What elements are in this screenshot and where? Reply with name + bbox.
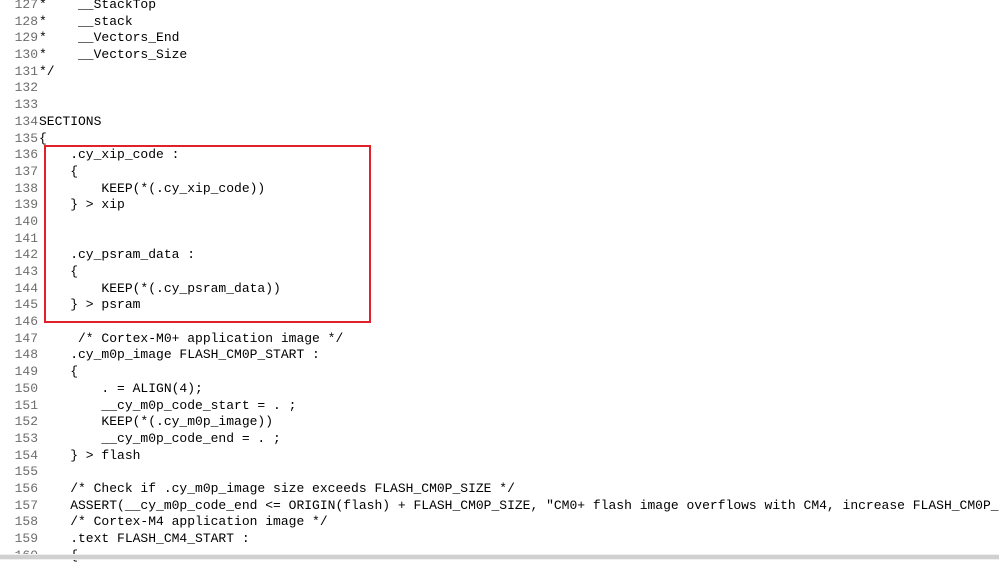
line-text[interactable]: . = ALIGN(4); <box>39 380 203 396</box>
line-text[interactable]: /* Cortex-M0+ application image */ <box>39 330 344 346</box>
line-text[interactable]: /* Check if .cy_m0p_image size exceeds F… <box>39 480 515 496</box>
line-text[interactable]: */ <box>39 63 55 79</box>
code-line[interactable]: 156 /* Check if .cy_m0p_image size excee… <box>0 481 999 498</box>
code-line[interactable]: 138 KEEP(*(.cy_xip_code)) <box>0 181 999 198</box>
line-text[interactable]: } > xip <box>39 197 125 213</box>
code-line[interactable]: 157 ASSERT(__cy_m0p_code_end <= ORIGIN(f… <box>0 498 999 515</box>
code-line[interactable]: 135{ <box>0 131 999 148</box>
code-line[interactable]: 132 <box>0 80 999 97</box>
code-line[interactable]: 151 __cy_m0p_code_start = . ; <box>0 398 999 415</box>
line-number: 131 <box>14 63 38 79</box>
code-line[interactable]: 130* __Vectors_Size <box>0 47 999 64</box>
line-number: 153 <box>14 430 38 446</box>
line-text[interactable]: KEEP(*(.cy_xip_code)) <box>39 180 266 196</box>
code-line[interactable]: 133 <box>0 97 999 114</box>
line-text[interactable]: { <box>39 264 79 279</box>
code-line[interactable]: 140 <box>0 214 999 231</box>
line-text[interactable]: * __stack <box>39 13 133 29</box>
code-line[interactable]: 150 . = ALIGN(4); <box>0 381 999 398</box>
code-line[interactable]: 152 KEEP(*(.cy_m0p_image)) <box>0 414 999 431</box>
code-line[interactable]: 144 KEEP(*(.cy_psram_data)) <box>0 281 999 298</box>
line-number: 135 <box>14 130 38 146</box>
code-line[interactable]: 143 { <box>0 264 999 281</box>
code-line[interactable]: 155 <box>0 464 999 481</box>
line-text[interactable]: { <box>39 364 79 380</box>
code-line[interactable]: 139 } > xip <box>0 197 999 214</box>
code-line[interactable]: 131*/ <box>0 64 999 81</box>
line-number: 151 <box>14 397 38 413</box>
line-number: 128 <box>14 13 38 29</box>
code-line[interactable]: 127* __StackTop <box>0 0 999 14</box>
line-text[interactable]: } > psram <box>39 297 141 313</box>
line-text[interactable]: KEEP(*(.cy_m0p_image)) <box>39 414 274 430</box>
line-text[interactable]: { <box>39 130 47 146</box>
line-text[interactable]: __cy_m0p_code_start = . ; <box>39 397 297 413</box>
horizontal-scrollbar[interactable] <box>0 554 999 560</box>
line-number: 152 <box>14 414 38 430</box>
line-text[interactable]: * __StackTop <box>39 0 157 12</box>
line-number: 129 <box>14 30 38 46</box>
line-number: 159 <box>14 531 38 546</box>
code-line[interactable]: 136 .cy_xip_code : <box>0 147 999 164</box>
line-number: 149 <box>14 364 38 380</box>
line-text[interactable]: } > flash <box>39 447 141 463</box>
line-number: 143 <box>14 264 38 279</box>
line-text[interactable]: .text FLASH_CM4_START : <box>39 531 250 546</box>
line-number: 136 <box>14 147 38 163</box>
code-line[interactable]: 154 } > flash <box>0 448 999 465</box>
line-text[interactable]: .cy_xip_code : <box>39 147 180 163</box>
code-line[interactable]: 147 /* Cortex-M0+ application image */ <box>0 331 999 348</box>
code-line[interactable]: 128* __stack <box>0 14 999 31</box>
line-number: 144 <box>14 280 38 296</box>
line-text[interactable]: SECTIONS <box>39 113 102 129</box>
code-line[interactable]: 159 .text FLASH_CM4_START : <box>0 531 999 548</box>
line-text[interactable]: KEEP(*(.cy_psram_data)) <box>39 280 281 296</box>
line-number: 146 <box>14 314 38 330</box>
line-number: 134 <box>14 113 38 129</box>
line-number: 127 <box>14 0 38 12</box>
code-line[interactable]: 129* __Vectors_End <box>0 30 999 47</box>
line-number: 142 <box>14 247 38 263</box>
line-number: 140 <box>14 213 38 229</box>
line-number: 137 <box>14 163 38 179</box>
code-line[interactable]: 148 .cy_m0p_image FLASH_CM0P_START : <box>0 347 999 364</box>
line-number: 154 <box>14 447 38 463</box>
line-number: 147 <box>14 330 38 346</box>
line-text[interactable]: .cy_m0p_image FLASH_CM0P_START : <box>39 347 320 363</box>
code-line[interactable]: 137 { <box>0 164 999 181</box>
line-text[interactable]: * __Vectors_Size <box>39 47 188 63</box>
code-line[interactable]: 142 .cy_psram_data : <box>0 247 999 264</box>
line-text[interactable]: { <box>39 163 79 179</box>
line-number: 132 <box>14 80 38 96</box>
line-number: 130 <box>14 47 38 63</box>
code-line[interactable]: 146 <box>0 314 999 331</box>
line-text[interactable]: __cy_m0p_code_end = . ; <box>39 430 281 446</box>
code-line[interactable]: 141 <box>0 231 999 248</box>
line-number: 150 <box>14 380 38 396</box>
line-number: 145 <box>14 297 38 313</box>
code-line[interactable]: 145 } > psram <box>0 297 999 314</box>
line-number: 155 <box>14 464 38 480</box>
line-number: 138 <box>14 180 38 196</box>
line-number: 156 <box>14 480 38 496</box>
line-number: 157 <box>14 497 38 513</box>
line-text[interactable]: * __Vectors_End <box>39 30 180 46</box>
code-line[interactable]: 158 /* Cortex-M4 application image */ <box>0 514 999 531</box>
line-text[interactable]: .cy_psram_data : <box>39 247 196 263</box>
scrollbar-thumb[interactable] <box>0 555 999 559</box>
line-number: 133 <box>14 97 38 113</box>
code-line[interactable]: 153 __cy_m0p_code_end = . ; <box>0 431 999 448</box>
code-line[interactable]: 149 { <box>0 364 999 381</box>
line-text[interactable]: ASSERT(__cy_m0p_code_end <= ORIGIN(flash… <box>39 497 999 513</box>
line-number: 158 <box>14 514 38 530</box>
line-number: 139 <box>14 197 38 213</box>
line-number: 141 <box>14 230 38 246</box>
line-text[interactable]: /* Cortex-M4 application image */ <box>39 514 328 530</box>
line-number: 148 <box>14 347 38 363</box>
